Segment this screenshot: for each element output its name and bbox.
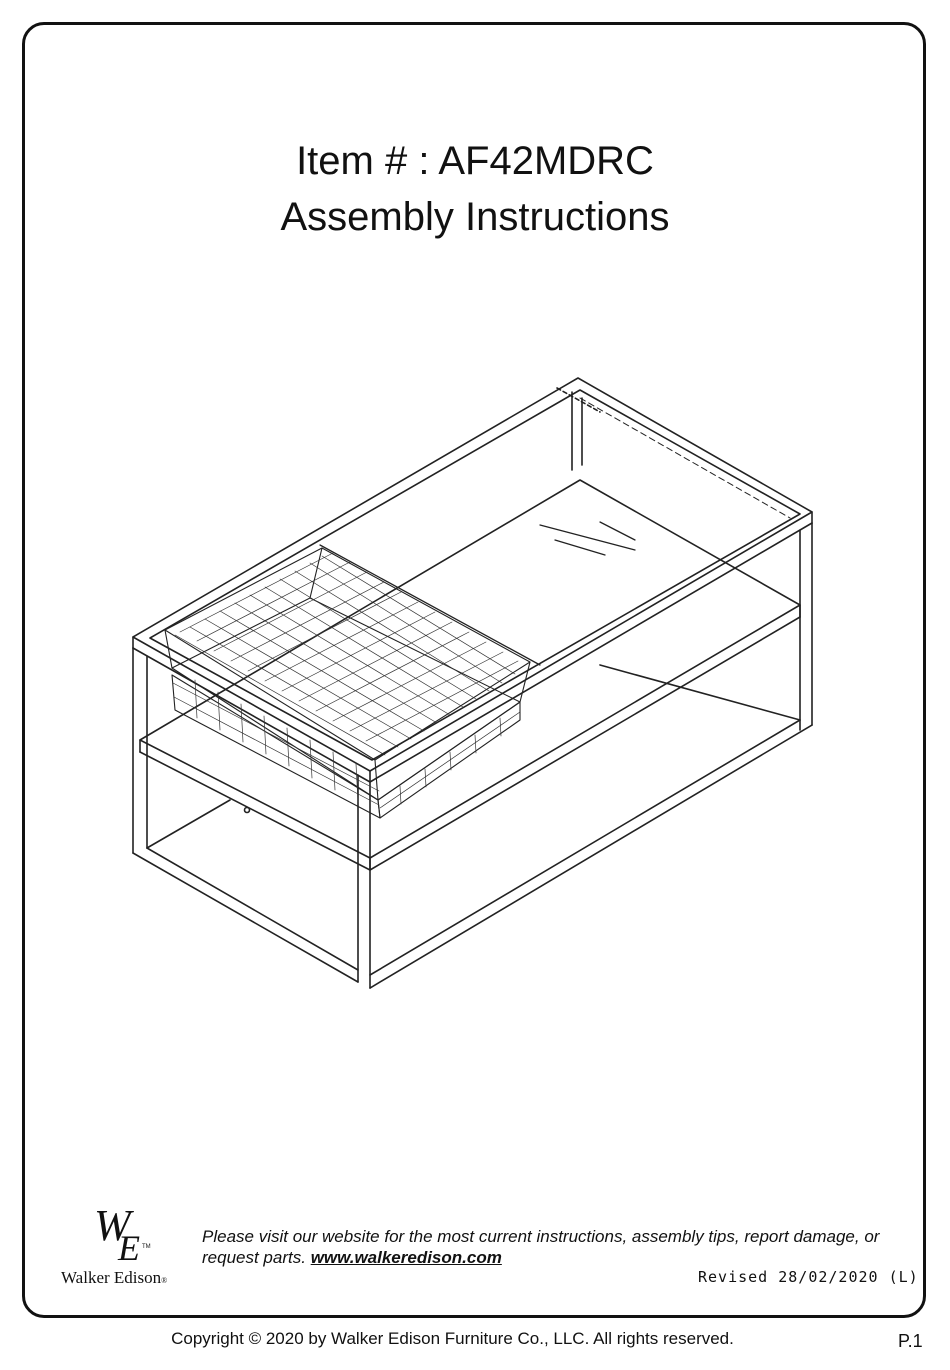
- website-notice: Please visit our website for the most cu…: [202, 1226, 912, 1268]
- walker-edison-logo: W E TM Walker Edison®: [55, 1200, 190, 1300]
- glass-top-panel: [319, 521, 636, 666]
- item-number-title: Item # : AF42MDRC: [296, 139, 654, 183]
- copyright-line: Copyright © 2020 by Walker Edison Furnit…: [171, 1329, 734, 1348]
- coffee-table-illustration: [132, 377, 813, 989]
- brand-name: Walker Edison®: [61, 1268, 168, 1287]
- revision-date: Revised 28/02/2020 (L): [698, 1268, 919, 1286]
- svg-text:W: W: [94, 1201, 134, 1250]
- notice-text: Please visit our website for the most cu…: [202, 1227, 880, 1267]
- website-link[interactable]: www.walkeredison.com: [310, 1248, 502, 1267]
- svg-text:TM: TM: [142, 1244, 151, 1250]
- table-top-frame: [132, 377, 813, 783]
- page-number: P.1: [898, 1331, 923, 1351]
- bottom-frame: [132, 664, 813, 989]
- svg-text:E: E: [117, 1228, 140, 1266]
- table-legs: [132, 391, 813, 989]
- we-monogram-icon: W E TM: [94, 1201, 151, 1266]
- middle-shelf: [139, 479, 801, 871]
- page-border: [22, 22, 926, 1318]
- wire-basket: [164, 547, 531, 819]
- assembly-instructions-title: Assembly Instructions: [280, 195, 670, 239]
- basket-grid: [172, 552, 521, 809]
